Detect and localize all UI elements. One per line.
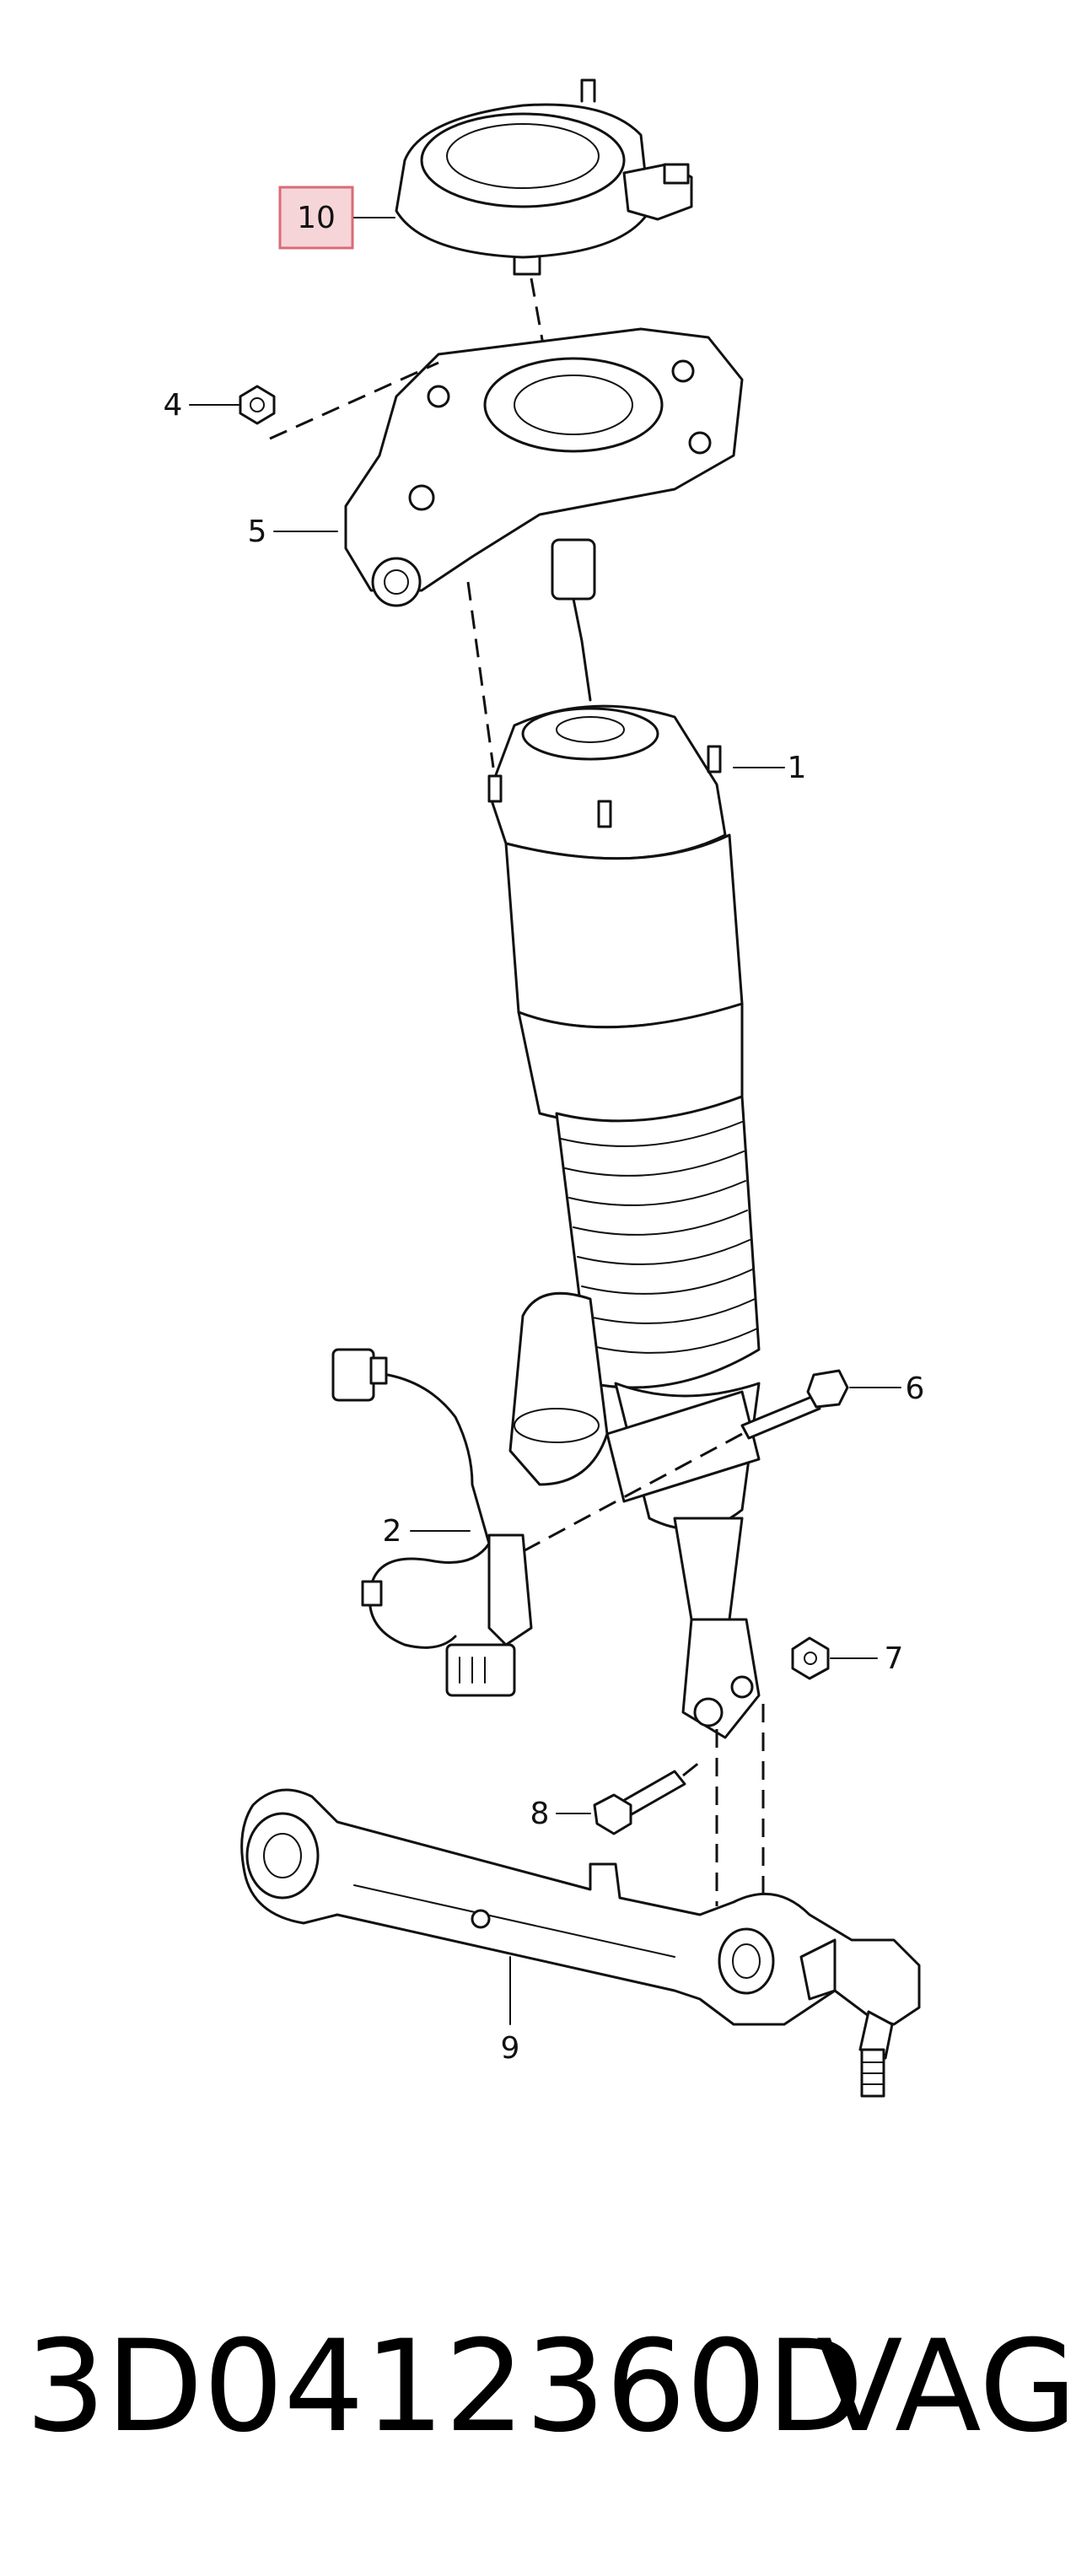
exploded-parts-diagram: 10 4 5 (164, 78, 925, 2098)
callout-5-label: 5 (248, 515, 267, 549)
part-6-bolt (740, 1369, 849, 1440)
part-7-nut (791, 1636, 830, 1680)
part-4-nut (239, 385, 276, 425)
callout-6-label: 6 (906, 1372, 925, 1406)
brand-caption: VAG (816, 2314, 1076, 2460)
part-number-caption: 3D0412360D (25, 2314, 864, 2460)
guide-line-4 (269, 361, 439, 440)
part-2-sensor-wire (331, 1348, 533, 1697)
callout-7-label: 7 (885, 1641, 904, 1676)
callout-6: 6 (849, 1372, 925, 1406)
callout-8: 8 (530, 1797, 591, 1831)
callout-2-label: 2 (383, 1514, 402, 1549)
air-strut-sensor-connector (551, 538, 596, 702)
callout-10-label: 10 (297, 201, 336, 235)
part-5-mounting-bracket (344, 327, 744, 607)
callout-10: 10 (278, 186, 395, 250)
strut-bellows (555, 1095, 761, 1389)
part-1-air-strut (487, 704, 761, 1739)
callout-4-label: 4 (164, 388, 183, 423)
callout-1: 1 (733, 751, 807, 785)
guide-line-6-2 (505, 1432, 743, 1562)
callout-9: 9 (501, 1956, 520, 2066)
callout-4: 4 (164, 388, 239, 423)
callout-2: 2 (383, 1514, 471, 1549)
part-10-top-mount-cover (395, 78, 693, 276)
callout-5: 5 (248, 515, 338, 549)
callout-8-label: 8 (530, 1797, 550, 1831)
guide-line-8 (682, 1757, 705, 1777)
guide-line-5-1-left (466, 581, 495, 768)
callout-7: 7 (830, 1641, 904, 1676)
part-8-bolt (593, 1770, 686, 1835)
callout-1-label: 1 (788, 751, 807, 785)
part-9-control-arm (240, 1788, 921, 2098)
callout-9-label: 9 (501, 2031, 520, 2066)
callout-10-highlight-box (278, 186, 354, 250)
